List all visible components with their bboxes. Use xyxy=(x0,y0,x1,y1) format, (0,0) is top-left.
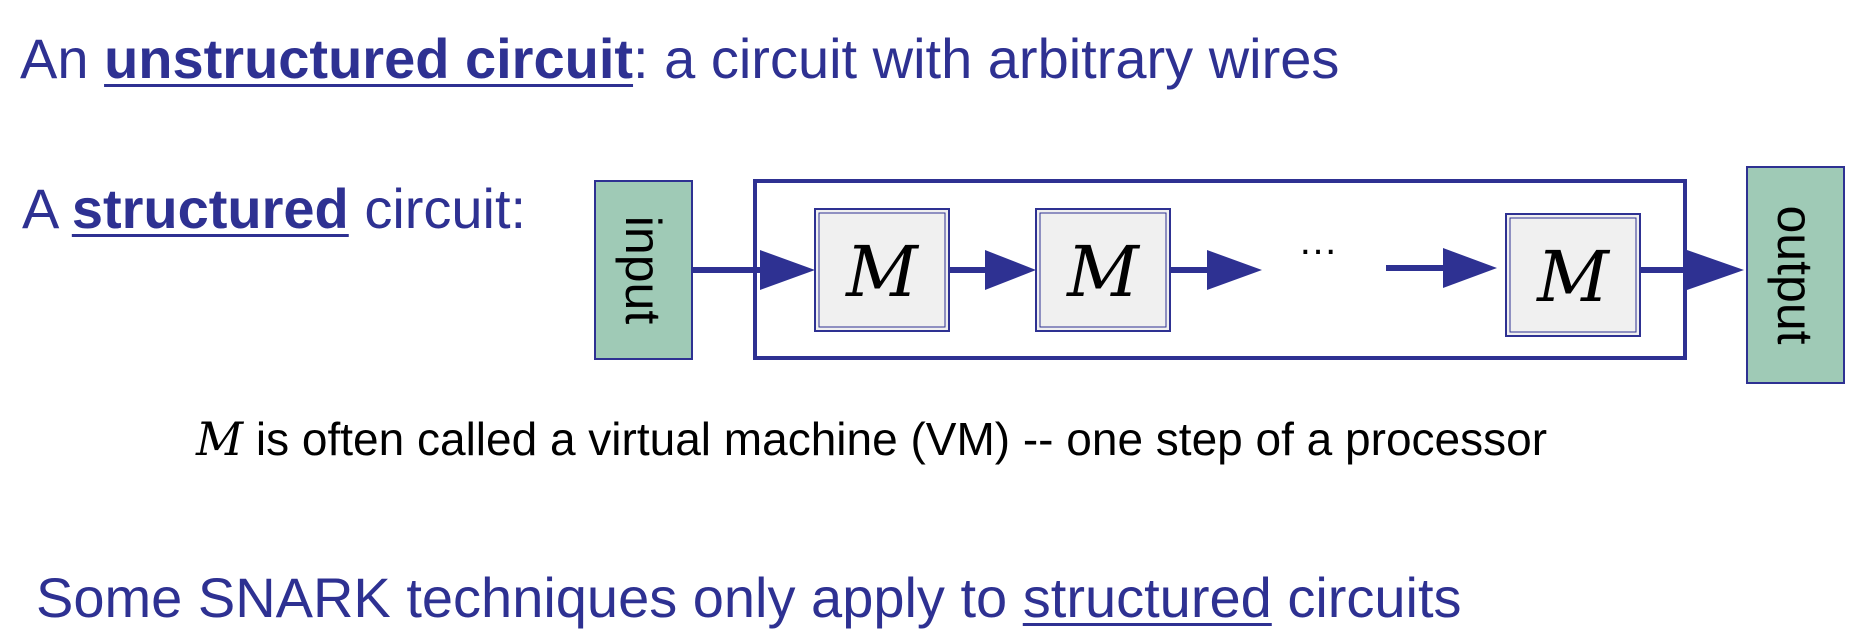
input-block xyxy=(594,180,693,360)
structured-circuit-heading: A structured circuit: xyxy=(22,176,526,241)
vm-step-box-3: M xyxy=(1505,213,1641,337)
caption-text: is often called a virtual machine (VM) -… xyxy=(243,413,1548,465)
vm-step-label-3: M xyxy=(1535,236,1611,318)
line1-suffix: : a circuit with arbitrary wires xyxy=(633,27,1340,90)
vm-step-box-1: M xyxy=(814,208,950,332)
vm-step-box-2: M xyxy=(1035,208,1171,332)
arrow-m3-to-output xyxy=(1640,250,1744,290)
arrow-m2-to-ellipsis xyxy=(1170,250,1262,290)
vm-step-label-2: M xyxy=(1065,231,1141,313)
input-label: input xyxy=(615,216,671,325)
structured-term: structured xyxy=(71,177,349,240)
snark-techniques-note: Some SNARK techniques only apply to stru… xyxy=(36,565,1462,630)
arrow-ellipsis-to-m3 xyxy=(1386,248,1497,288)
unstructured-circuit-term: unstructured circuit xyxy=(104,27,634,90)
line2-prefix: A xyxy=(22,177,72,240)
output-label: output xyxy=(1767,205,1823,344)
ellipsis: … xyxy=(1298,219,1338,263)
output-block xyxy=(1746,166,1845,384)
unstructured-circuit-definition: An unstructured circuit: a circuit with … xyxy=(20,26,1339,91)
vm-caption: M is often called a virtual machine (VM)… xyxy=(196,412,1547,466)
caption-symbol: M xyxy=(196,412,244,466)
arrow-m1-to-m2 xyxy=(949,250,1036,290)
vm-step-label-1: M xyxy=(844,231,920,313)
line2-suffix: circuit: xyxy=(348,177,527,240)
line4-suffix: circuits xyxy=(1271,566,1462,629)
arrow-input-to-m1 xyxy=(692,250,815,290)
line1-prefix: An xyxy=(20,27,105,90)
structured-term-underlined: structured xyxy=(1022,566,1272,629)
line4-prefix: Some SNARK techniques only apply to xyxy=(36,566,1023,629)
